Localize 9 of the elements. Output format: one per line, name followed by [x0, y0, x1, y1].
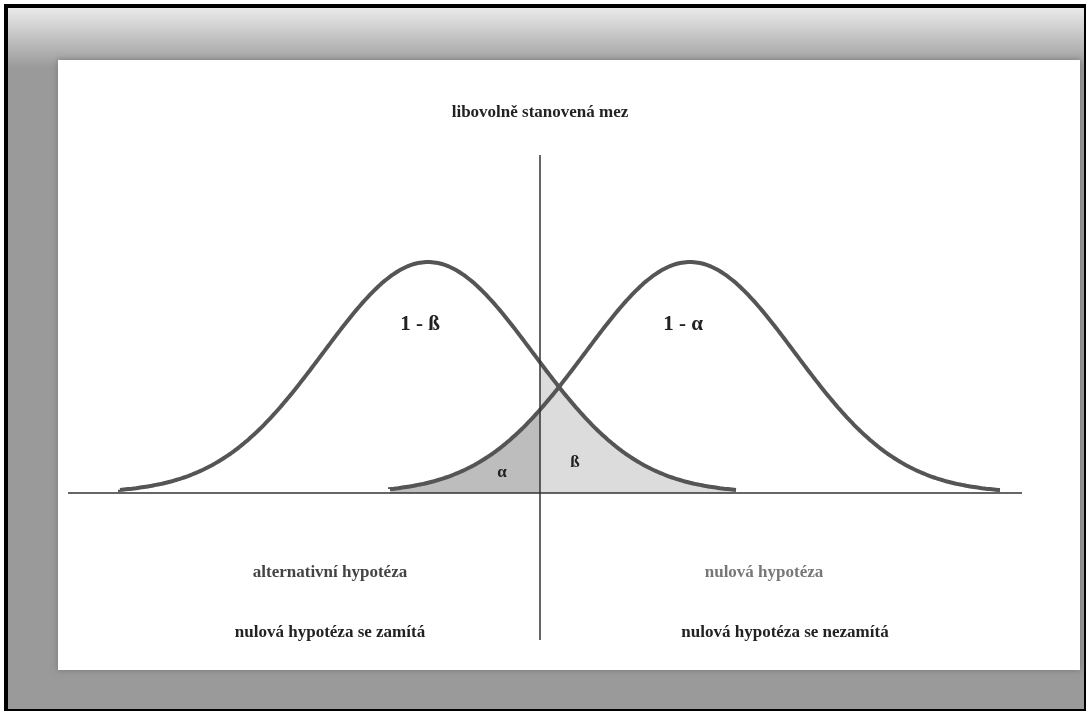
decision-label: nulová hypotéza se nezamítá	[681, 622, 889, 642]
decision-label: nulová hypotéza se zamítá	[234, 622, 426, 642]
hypothesis-label: alternativní hypotéza	[252, 562, 408, 582]
area-label: 1 - α	[663, 310, 703, 336]
area-label: 1 - ß	[400, 310, 440, 336]
area-label: α	[497, 462, 507, 482]
area-label: ß	[570, 452, 580, 472]
hypothesis-label: nulová hypotéza	[704, 562, 824, 582]
line-label: libovolně stanovená mez	[451, 102, 629, 122]
